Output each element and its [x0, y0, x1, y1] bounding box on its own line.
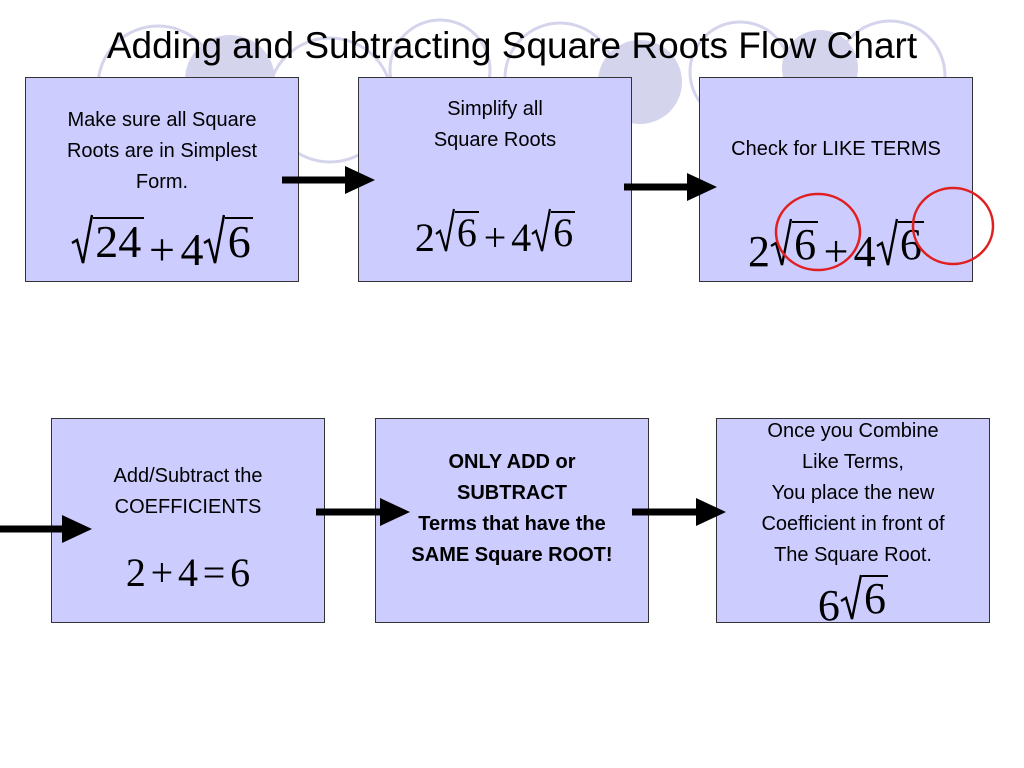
- step-2-line-2: Square Roots: [433, 129, 557, 151]
- radical-sign-icon: [435, 208, 455, 252]
- step-box-5: ONLY ADD or SUBTRACT Terms that have the…: [375, 418, 649, 623]
- step-2-line-1: Simplify all: [447, 98, 543, 120]
- sqrt-6: 6: [876, 217, 925, 267]
- radical-sign-icon: [531, 208, 552, 252]
- radicand-6: 6: [861, 575, 889, 621]
- step-5-line-4: SAME Square ROOT!: [411, 544, 613, 566]
- step-box-4: Add/Subtract the COEFFICIENTS 2 + 4 = 6: [51, 418, 325, 623]
- step-2-expression: 2 6 + 4 6: [359, 195, 631, 260]
- sqrt-6: 6: [435, 207, 479, 253]
- step-1-line-2: Roots are in Simplest: [66, 140, 258, 162]
- coefficient-4: 4: [180, 224, 204, 275]
- coefficient-4: 4: [511, 215, 532, 260]
- step-6-expression: 6 6: [717, 571, 989, 630]
- step-box-1: Make sure all Square Roots are in Simple…: [25, 77, 299, 282]
- plus-operator: +: [823, 227, 849, 276]
- step-6-text: Once you Combine Like Terms, You place t…: [717, 416, 989, 571]
- radicand-6: 6: [454, 210, 479, 255]
- step-4-line-1: Add/Subtract the: [113, 465, 263, 487]
- step-box-6: Once you Combine Like Terms, You place t…: [716, 416, 990, 630]
- radicand-24: 24: [92, 217, 144, 265]
- step-1-text: Make sure all Square Roots are in Simple…: [26, 105, 298, 198]
- radicand-6: 6: [225, 217, 254, 265]
- radical-sign-icon: [203, 214, 226, 264]
- step-3-text: Check for LIKE TERMS: [700, 134, 972, 165]
- page-title: Adding and Subtracting Square Roots Flow…: [106, 25, 918, 66]
- sqrt-6: 6: [840, 573, 889, 621]
- step-6-line-4: Coefficient in front of: [761, 513, 945, 535]
- step-6-line-5: The Square Root.: [774, 544, 932, 566]
- step-1-line-3: Form.: [135, 171, 189, 193]
- coefficient-6: 6: [817, 581, 840, 630]
- sqrt-6: 6: [770, 217, 819, 267]
- step-6-line-3: You place the new: [771, 482, 935, 504]
- sqrt-6: 6: [531, 207, 576, 255]
- step-6-line-1: Once you Combine: [767, 420, 939, 442]
- radicand-6: 6: [551, 210, 576, 255]
- step-4-line-2: COEFFICIENTS: [114, 496, 262, 518]
- step-2-text: Simplify all Square Roots: [359, 94, 631, 156]
- radicand-6: 6: [897, 221, 925, 267]
- coefficient-2: 2: [414, 215, 435, 260]
- step-5-line-3: Terms that have the: [418, 513, 606, 535]
- addend-2: 2: [125, 549, 146, 595]
- step-3-expression: 2 6 + 4 6: [700, 205, 972, 276]
- step-5-text: ONLY ADD or SUBTRACT Terms that have the…: [376, 447, 648, 571]
- step-6-line-2: Like Terms,: [802, 451, 904, 473]
- step-4-expression: 2 + 4 = 6: [52, 547, 324, 597]
- step-3-line-1: Check for LIKE TERMS: [731, 138, 941, 160]
- step-5-line-1: ONLY ADD or: [448, 451, 576, 473]
- step-box-2: Simplify all Square Roots 2 6 + 4 6: [358, 77, 632, 282]
- step-4-text: Add/Subtract the COEFFICIENTS: [52, 461, 324, 523]
- radical-sign-icon: [840, 574, 862, 620]
- sum-6: 6: [230, 549, 251, 595]
- addend-4: 4: [178, 549, 198, 595]
- radical-sign-icon: [71, 214, 93, 264]
- step-1-expression: 24 + 4 6: [26, 195, 298, 275]
- coefficient-4: 4: [853, 227, 876, 276]
- step-box-3: Check for LIKE TERMS 2 6 + 4 6: [699, 77, 973, 282]
- radicand-6: 6: [791, 221, 819, 267]
- plus-operator: +: [150, 549, 174, 595]
- radical-sign-icon: [770, 218, 792, 266]
- plus-operator: +: [149, 224, 175, 275]
- plus-operator: +: [483, 215, 507, 260]
- sqrt-6: 6: [203, 213, 254, 265]
- equals-operator: =: [202, 549, 226, 595]
- radical-sign-icon: [876, 218, 898, 266]
- step-5-line-2: SUBTRACT: [457, 482, 567, 504]
- step-1-line-1: Make sure all Square: [67, 109, 257, 131]
- sqrt-24: 24: [71, 213, 144, 265]
- coefficient-2: 2: [747, 227, 770, 276]
